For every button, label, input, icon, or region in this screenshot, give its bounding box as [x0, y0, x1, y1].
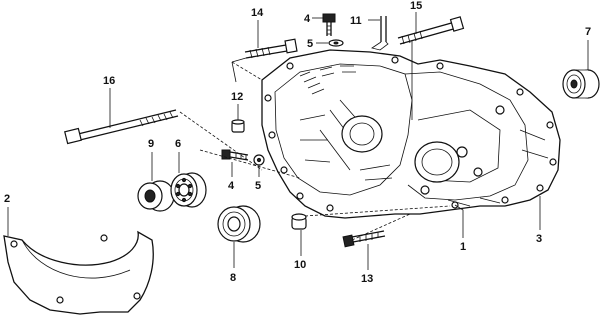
part-5-lower-washer: [253, 154, 265, 166]
callout-4-lower: 4: [228, 180, 235, 192]
callout-2: 2: [4, 193, 10, 205]
part-4-upper-bolt: [322, 13, 336, 36]
callout-13: 13: [361, 273, 373, 285]
callout-3: 3: [536, 233, 542, 245]
part-6-ball-bearing: [170, 172, 207, 208]
part-16-long-bolt: [64, 109, 179, 145]
part-5-upper-washer: [328, 39, 344, 47]
callout-labels: 1 2 3 4 4 5 5 6 7 8 9 10 11 12 13 14 15 …: [4, 0, 591, 285]
callout-16: 16: [103, 75, 115, 87]
part-12-dowel: [231, 119, 245, 133]
callout-8: 8: [230, 272, 236, 284]
part-10-sleeve: [291, 213, 307, 230]
part-14-stud-bolt: [244, 38, 298, 59]
part-2-cover-plate: [3, 230, 154, 315]
callout-12: 12: [231, 91, 243, 103]
part-4-lower-bolt: [221, 149, 249, 161]
callout-6: 6: [175, 138, 181, 150]
callout-7: 7: [585, 26, 591, 38]
callout-11: 11: [350, 15, 362, 27]
callout-9: 9: [148, 138, 154, 150]
callout-10: 10: [294, 259, 306, 271]
part-8-bearing: [217, 205, 261, 243]
callout-15: 15: [410, 0, 422, 12]
transmission-case: [261, 49, 561, 219]
part-13-bolt: [342, 230, 386, 248]
leader-lines: [7, 12, 589, 270]
part-9-seal: [137, 180, 175, 212]
part-7-roller-bearing: [562, 69, 600, 99]
part-15-bolt: [397, 16, 465, 45]
callout-4-upper: 4: [304, 13, 311, 25]
callout-1: 1: [460, 241, 466, 253]
callout-5-upper: 5: [307, 38, 313, 50]
part-11-bracket-pin: [371, 16, 389, 51]
callout-14: 14: [251, 7, 264, 19]
callout-5-lower: 5: [255, 180, 261, 192]
